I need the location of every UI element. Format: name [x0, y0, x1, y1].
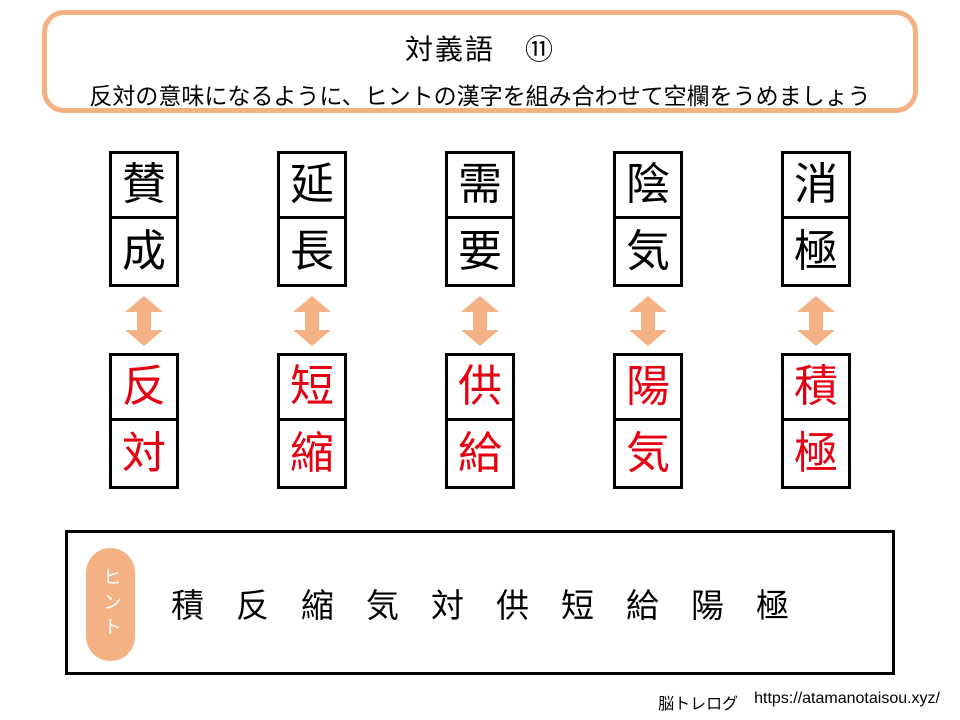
hint-label-pill: ヒント [86, 548, 135, 661]
double-arrow-icon [797, 296, 835, 346]
hint-kanji: 縮 [301, 586, 334, 624]
antonym-column-2: 延 長 短 縮 [228, 151, 396, 489]
top-word-box: 陰 気 [613, 151, 683, 287]
answer-word-box: 反 対 [109, 353, 179, 489]
kanji-cell: 賛 [112, 154, 176, 219]
double-arrow-icon [293, 296, 331, 346]
antonym-column-3: 需 要 供 給 [396, 151, 564, 489]
answer-kanji-cell: 供 [448, 356, 512, 421]
site-url: https://atamanotaisou.xyz/ [754, 690, 940, 707]
answer-word-box: 積 極 [781, 353, 851, 489]
hint-characters: 積 反 縮 気 対 供 短 給 陽 極 [68, 533, 892, 672]
antonym-column-1: 賛 成 反 対 [60, 151, 228, 489]
kanji-cell: 成 [122, 226, 166, 276]
answer-kanji-cell: 縮 [290, 428, 334, 478]
answer-kanji-cell: 反 [112, 356, 176, 421]
header-box: 対義語 ⑪ 反対の意味になるように、ヒントの漢字を組み合わせて空欄をうめましょう [42, 10, 918, 113]
footer-credit: 脳トレログ https://atamanotaisou.xyz/ [658, 690, 940, 714]
hint-kanji: 極 [756, 586, 789, 624]
top-word-box: 消 極 [781, 151, 851, 287]
antonym-column-4: 陰 気 陽 気 [564, 151, 732, 489]
hint-box: ヒント 積 反 縮 気 対 供 短 給 陽 極 [65, 530, 895, 675]
double-arrow-icon [629, 296, 667, 346]
kanji-cell: 消 [784, 154, 848, 219]
kanji-cell: 延 [280, 154, 344, 219]
page-subtitle: 反対の意味になるように、ヒントの漢字を組み合わせて空欄をうめましょう [89, 83, 871, 109]
hint-label: ヒント [100, 567, 121, 642]
hint-kanji: 反 [236, 586, 269, 624]
hint-kanji: 短 [561, 586, 594, 624]
double-arrow-icon [461, 296, 499, 346]
hint-kanji: 供 [496, 586, 529, 624]
answer-kanji-cell: 対 [122, 428, 166, 478]
antonym-columns: 賛 成 反 対 延 長 短 縮 需 要 [60, 151, 900, 489]
kanji-cell: 需 [448, 154, 512, 219]
hint-kanji: 給 [626, 586, 659, 624]
kanji-cell: 陰 [616, 154, 680, 219]
answer-kanji-cell: 給 [458, 428, 502, 478]
answer-kanji-cell: 積 [784, 356, 848, 421]
answer-kanji-cell: 短 [280, 356, 344, 421]
antonym-column-5: 消 極 積 極 [732, 151, 900, 489]
double-arrow-icon [125, 296, 163, 346]
top-word-box: 延 長 [277, 151, 347, 287]
top-word-box: 賛 成 [109, 151, 179, 287]
site-name: 脳トレログ [658, 696, 739, 713]
answer-kanji-cell: 極 [794, 428, 838, 478]
hint-kanji: 対 [431, 586, 464, 624]
kanji-cell: 極 [794, 226, 838, 276]
hint-kanji: 積 [171, 586, 204, 624]
answer-word-box: 短 縮 [277, 353, 347, 489]
page-title: 対義語 ⑪ [404, 34, 555, 65]
answer-word-box: 陽 気 [613, 353, 683, 489]
answer-kanji-cell: 陽 [616, 356, 680, 421]
kanji-cell: 気 [626, 226, 670, 276]
hint-kanji: 気 [366, 586, 399, 624]
answer-kanji-cell: 気 [626, 428, 670, 478]
kanji-cell: 要 [458, 226, 502, 276]
hint-kanji: 陽 [691, 586, 724, 624]
top-word-box: 需 要 [445, 151, 515, 287]
kanji-cell: 長 [290, 226, 334, 276]
answer-word-box: 供 給 [445, 353, 515, 489]
